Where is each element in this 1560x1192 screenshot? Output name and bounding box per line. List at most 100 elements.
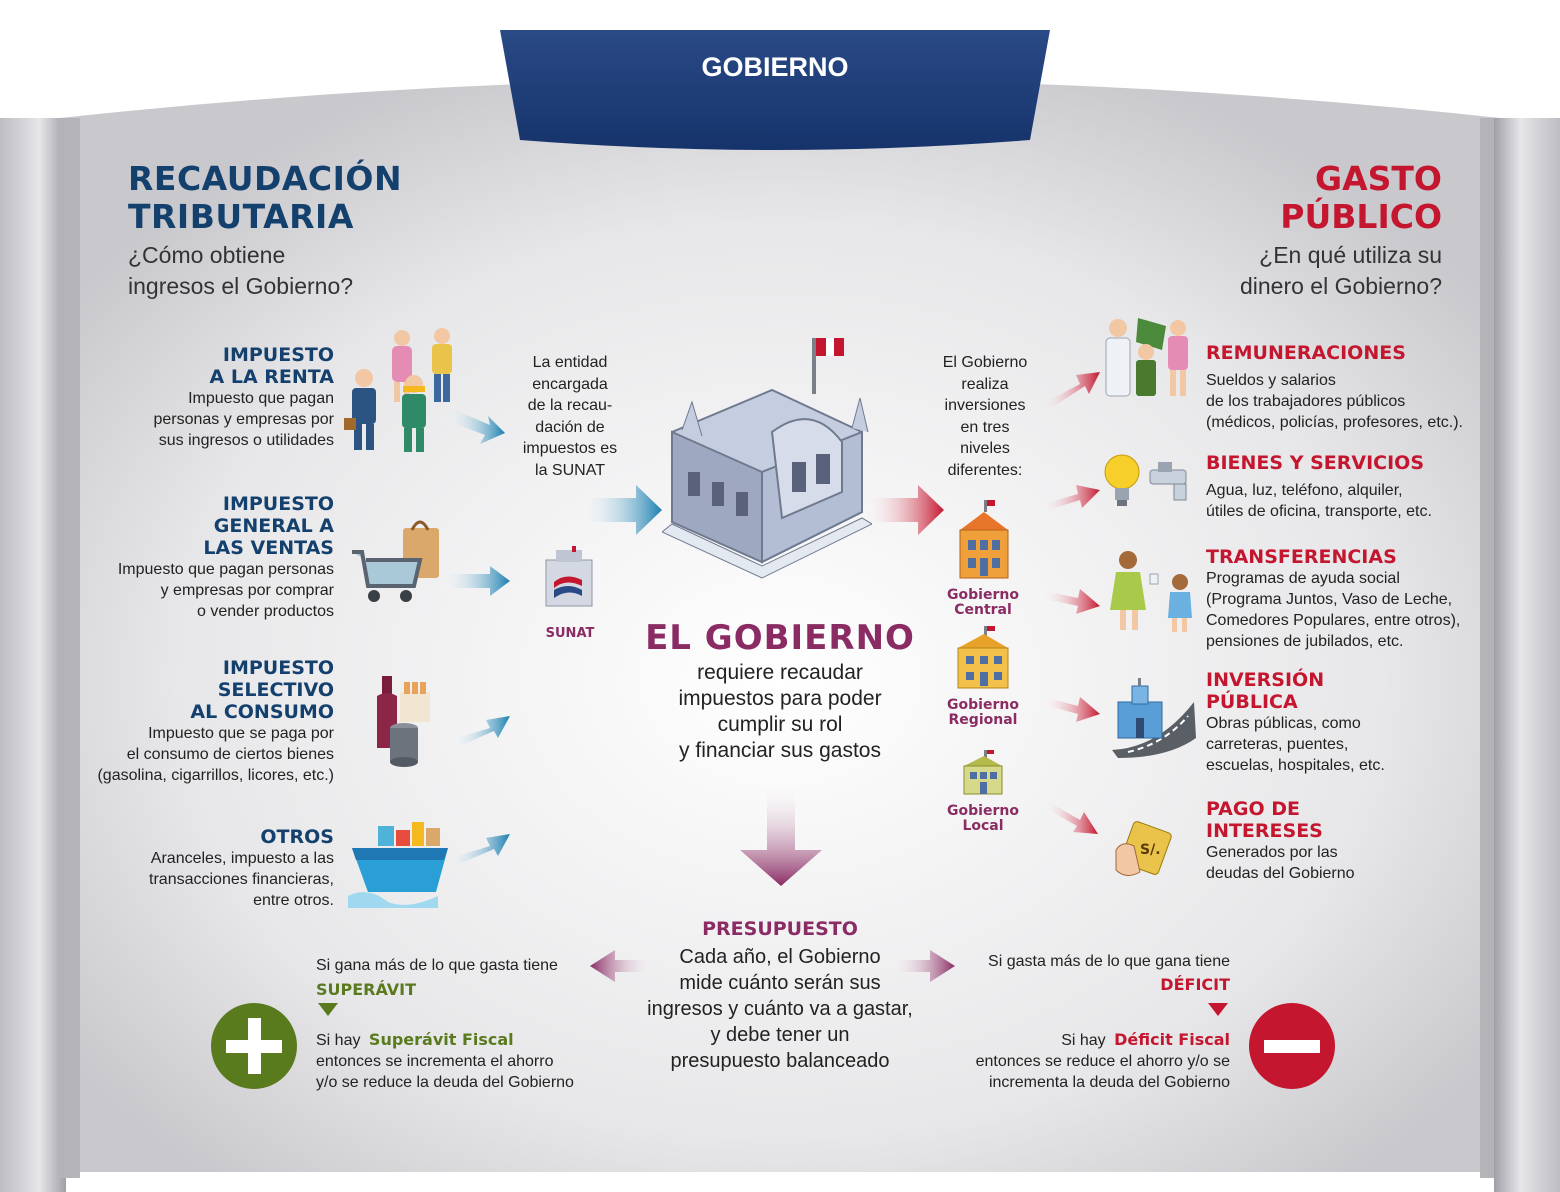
sunat-note: La entidad encargada de la recau- dación…	[490, 352, 650, 481]
budget-title: PRESUPUESTO	[702, 918, 858, 940]
spending-desc: Agua, luz, teléfono, alquiler,	[1206, 482, 1403, 499]
budget-desc-line: presupuesto balanceado	[670, 1050, 890, 1072]
spending-desc: deudas del Gobierno	[1206, 865, 1355, 882]
bottle-barrel-icon	[377, 676, 430, 767]
tax-title: A LA RENTA	[209, 366, 334, 388]
deficit-intro: Si gasta más de lo que gana tiene	[988, 953, 1230, 970]
government-title: EL GOBIERNO	[645, 618, 915, 658]
deficit-label: DÉFICIT	[1160, 975, 1230, 994]
note-line: de la recau-	[527, 397, 613, 414]
deficit-marker-icon	[1208, 1003, 1228, 1016]
gov-desc-line: y financiar sus gastos	[679, 739, 881, 762]
level-label: Gobierno	[947, 587, 1019, 603]
level-label: Gobierno	[947, 697, 1019, 713]
banner-title: GOBIERNO	[701, 52, 849, 82]
note-line: encargada	[532, 375, 608, 393]
spending-intereses: PAGO DE INTERESES Generados por las deud…	[1206, 798, 1506, 884]
spending-title: INVERSIÓN	[1206, 669, 1325, 691]
tax-title: GENERAL A	[213, 515, 334, 537]
budget-desc-line: ingresos y cuánto va a gastar,	[647, 998, 913, 1020]
level-local: Gobierno Local	[932, 804, 1034, 834]
central-government-icon	[959, 500, 1009, 579]
spending-title: BIENES Y SERVICIOS	[1206, 452, 1424, 474]
workers-icon	[1105, 318, 1188, 397]
left-sub-line2: ingresos el Gobierno?	[128, 273, 354, 299]
right-heading-line1: GASTO	[1315, 159, 1442, 198]
tax-desc: el consumo de ciertos bienes	[126, 746, 334, 763]
tax-desc: entre otros.	[253, 892, 334, 909]
surplus-prefix: Si hay	[316, 1032, 361, 1049]
arrow-transferencias	[1040, 589, 1100, 614]
spending-desc: Sueldos y salarios	[1206, 372, 1336, 389]
people-icon	[344, 328, 452, 452]
tax-desc: Aranceles, impuesto a las	[150, 850, 334, 867]
note-line: niveles	[960, 440, 1010, 457]
lightbulb-faucet-icon	[1104, 454, 1187, 506]
spending-inversion: INVERSIÓN PÚBLICA Obras públicas, como c…	[1206, 669, 1506, 776]
level-label: Gobierno	[947, 803, 1019, 819]
spending-desc: (Programa Juntos, Vaso de Leche,	[1206, 591, 1453, 608]
spending-title: INTERESES	[1206, 820, 1323, 842]
spending-desc: útiles de oficina, transporte, etc.	[1206, 503, 1432, 520]
arrow-from-government	[862, 485, 944, 535]
tax-desc: Impuesto que pagan personas	[117, 561, 334, 578]
regional-government-icon	[957, 626, 1009, 689]
note-line: dación de	[535, 418, 605, 436]
plus-icon	[211, 1003, 297, 1089]
note-line: realiza	[961, 375, 1009, 393]
right-heading-line2: PÚBLICO	[1280, 197, 1442, 236]
tax-title: OTROS	[260, 826, 334, 848]
deficit-prefix: Si hay	[1061, 1032, 1106, 1049]
arrow-otros	[445, 834, 510, 868]
budget-desc-line: y debe tener un	[710, 1024, 850, 1046]
tax-desc: transacciones financieras,	[149, 871, 334, 888]
shopping-cart-icon	[352, 520, 439, 602]
left-heading-line2: TRIBUTARIA	[128, 197, 354, 236]
tax-item-otros: OTROS Aranceles, impuesto a las transacc…	[74, 826, 334, 911]
arrow-inversion	[1040, 696, 1100, 722]
gov-desc-line: requiere recaudar	[697, 661, 863, 684]
tax-title: SELECTIVO	[217, 679, 334, 701]
spending-bienes: BIENES Y SERVICIOS Agua, luz, teléfono, …	[1206, 452, 1506, 522]
cargo-ship-icon	[348, 822, 448, 908]
spending-desc: escuelas, hospitales, etc.	[1206, 757, 1385, 774]
tax-item-igv: IMPUESTO GENERAL A LAS VENTAS Impuesto q…	[74, 493, 334, 622]
arrow-igv	[440, 566, 510, 596]
left-heading: RECAUDACIÓN TRIBUTARIA ¿Cómo obtiene ing…	[128, 160, 402, 302]
spending-desc: Obras públicas, como	[1206, 715, 1361, 732]
family-icon	[1110, 551, 1192, 632]
right-heading: GASTO PÚBLICO ¿En qué utiliza su dinero …	[1240, 160, 1442, 302]
sunat-label: SUNAT	[545, 626, 595, 641]
deficit-fiscal: Déficit Fiscal	[1114, 1030, 1230, 1049]
tax-desc: personas y empresas por	[153, 411, 334, 428]
note-line: en tres	[960, 418, 1010, 436]
note-line: inversiones	[944, 397, 1026, 414]
spending-transferencias: TRANSFERENCIAS Programas de ayuda social…	[1206, 546, 1506, 652]
arrow-to-deficit	[890, 950, 955, 982]
government-desc: requiere recaudar impuestos para poder c…	[620, 660, 940, 764]
spending-title: PÚBLICA	[1206, 691, 1298, 713]
local-government-icon	[963, 750, 1003, 795]
tax-desc: Impuesto que se paga por	[148, 725, 334, 742]
gov-desc-line: cumplir su rol	[717, 713, 843, 736]
tax-desc: (gasolina, cigarrillos, licores, etc.)	[97, 767, 334, 784]
spending-desc: Comedores Populares, entre otros),	[1206, 612, 1461, 629]
invest-note: El Gobierno realiza inversiones en tres …	[910, 352, 1060, 481]
note-line: La entidad	[532, 354, 608, 371]
spending-desc: (médicos, policías, profesores, etc.).	[1206, 414, 1463, 431]
spending-desc: carreteras, puentes,	[1206, 736, 1349, 753]
tax-title: IMPUESTO	[222, 344, 334, 366]
deficit-line2: entonces se reduce el ahorro y/o se	[975, 1053, 1230, 1070]
arrow-to-budget	[740, 782, 822, 886]
surplus-line1: Si hay Superávit Fiscal	[316, 1029, 514, 1051]
spending-desc: de los trabajadores públicos	[1206, 393, 1406, 410]
right-sub-line1: ¿En qué utiliza su	[1259, 242, 1442, 268]
arrow-renta	[445, 408, 505, 444]
arrow-to-surplus	[590, 950, 655, 982]
government-palace-icon	[662, 338, 872, 579]
surplus-intro: Si gana más de lo que gasta tiene	[316, 957, 558, 974]
arrow-to-government	[578, 485, 662, 535]
right-sub-line2: dinero el Gobierno?	[1239, 273, 1442, 299]
arrow-remuneraciones	[1040, 372, 1100, 412]
tax-title: IMPUESTO	[222, 657, 334, 679]
